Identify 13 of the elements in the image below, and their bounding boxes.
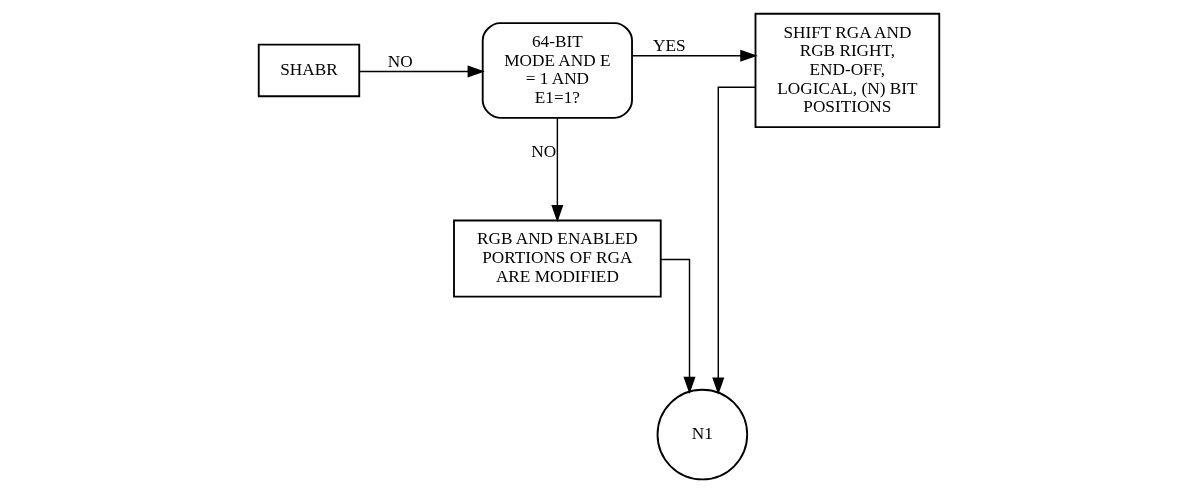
arrow — [551, 117, 564, 223]
arrow — [631, 49, 758, 62]
node-box: 64-BIT MODE AND E = 1 AND E1=1? — [481, 22, 633, 119]
arrow — [358, 65, 485, 78]
arrow — [660, 258, 696, 394]
edge-label: NO — [387, 51, 413, 71]
arrow — [712, 86, 756, 395]
node-box: RGB AND ENABLED PORTIONS OF RGA ARE MODIFIED — [453, 219, 662, 298]
node-box: SHABR — [257, 43, 361, 98]
node-box: SHIFT RGA AND RGB RIGHT, END-OFF, LOGICAL, (N) BIT POSITIONS — [754, 12, 941, 129]
edge-label: YES — [653, 35, 686, 55]
edge-label: NO — [531, 141, 557, 161]
node-circle: N1 — [656, 388, 749, 481]
